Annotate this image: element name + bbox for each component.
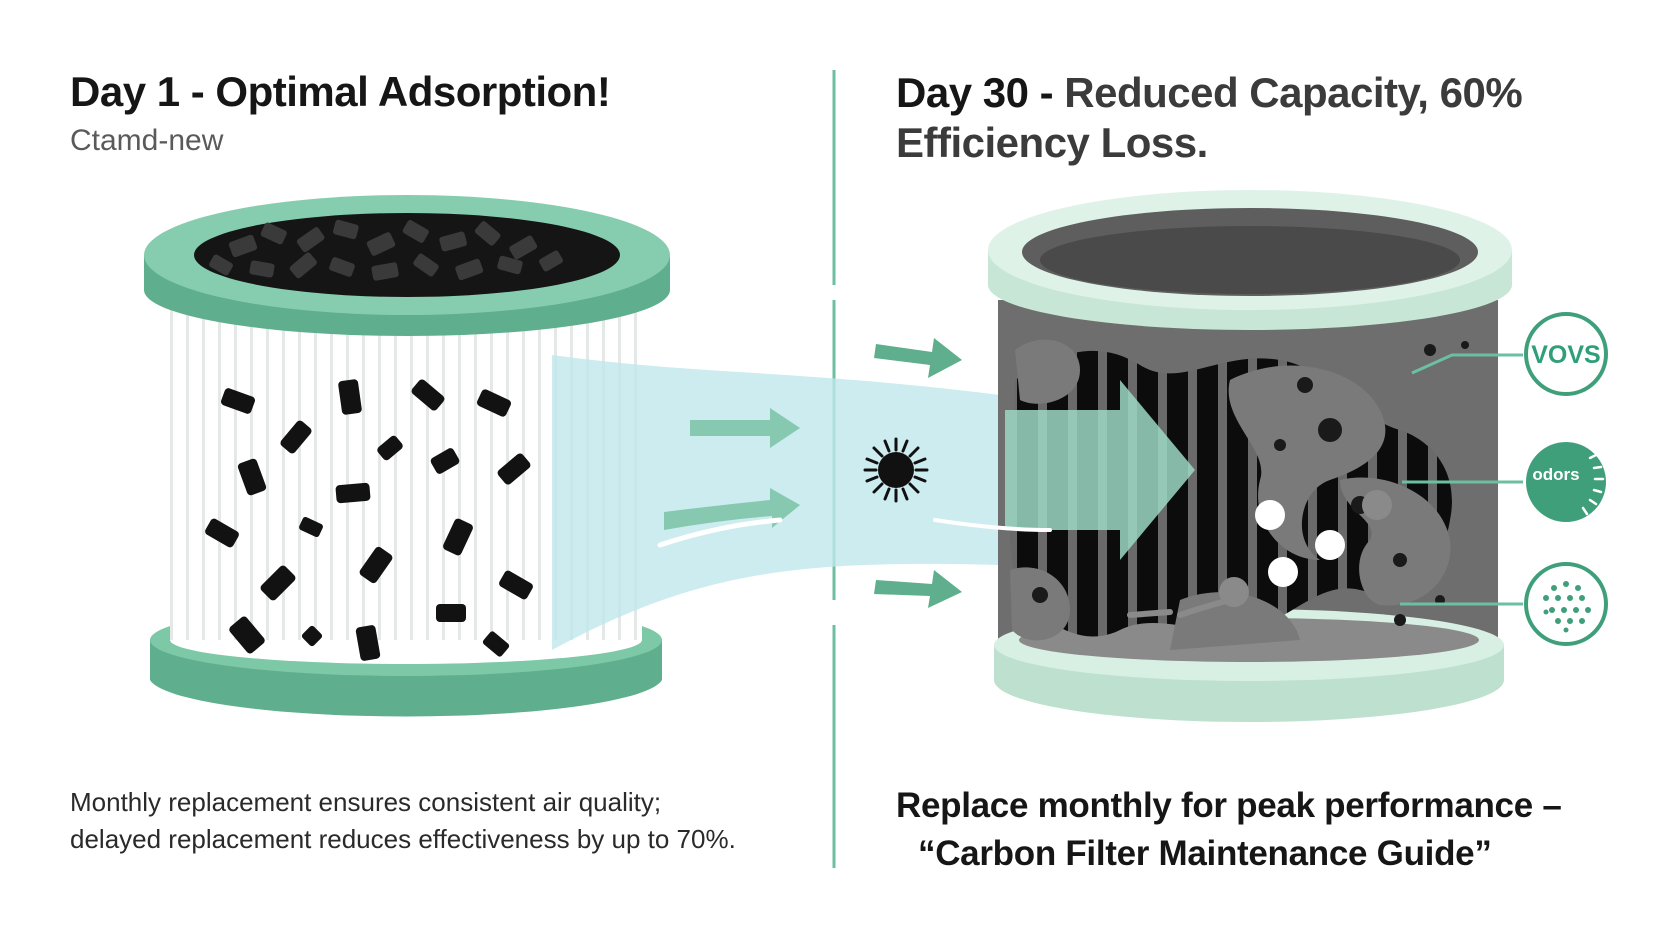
odors-label: odors <box>1532 465 1579 484</box>
particulate-dots-icon <box>1524 562 1608 646</box>
airflow-arrow-large <box>933 380 1195 560</box>
grime-spots <box>1032 341 1469 626</box>
adsorbed-particles <box>1127 490 1392 618</box>
odors-badge: odors <box>1526 442 1606 522</box>
left-subtitle: Ctamd-new <box>70 124 224 157</box>
right-title-prefix: Day 30 - <box>896 69 1065 116</box>
left-note-line2: delayed replacement reduces effectivenes… <box>70 824 736 854</box>
right-title: Day 30 - Reduced Capacity, 60% Efficienc… <box>896 68 1596 168</box>
spiky-particle-icon <box>863 437 929 503</box>
right-note-line1: Replace monthly for peak performance – <box>896 786 1562 825</box>
left-note-line1: Monthly replacement ensures consistent a… <box>70 787 662 817</box>
left-note: Monthly replacement ensures consistent a… <box>70 784 810 858</box>
right-title-rest: Reduced Capacity, 60% Efficiency Loss. <box>896 69 1523 166</box>
callout-lines <box>1400 353 1523 606</box>
right-note: Replace monthly for peak performance – “C… <box>896 782 1616 878</box>
left-title: Day 1 - Optimal Adsorption! <box>70 68 611 115</box>
carbon-granules-body <box>205 379 533 661</box>
vocs-badge: VOVS <box>1524 312 1608 396</box>
vocs-label: VOVS <box>1531 341 1600 369</box>
dirty-filter <box>988 190 1512 722</box>
carbon-granules-top <box>209 219 563 281</box>
right-note-line2: “Carbon Filter Maintenance Guide” <box>918 834 1492 873</box>
